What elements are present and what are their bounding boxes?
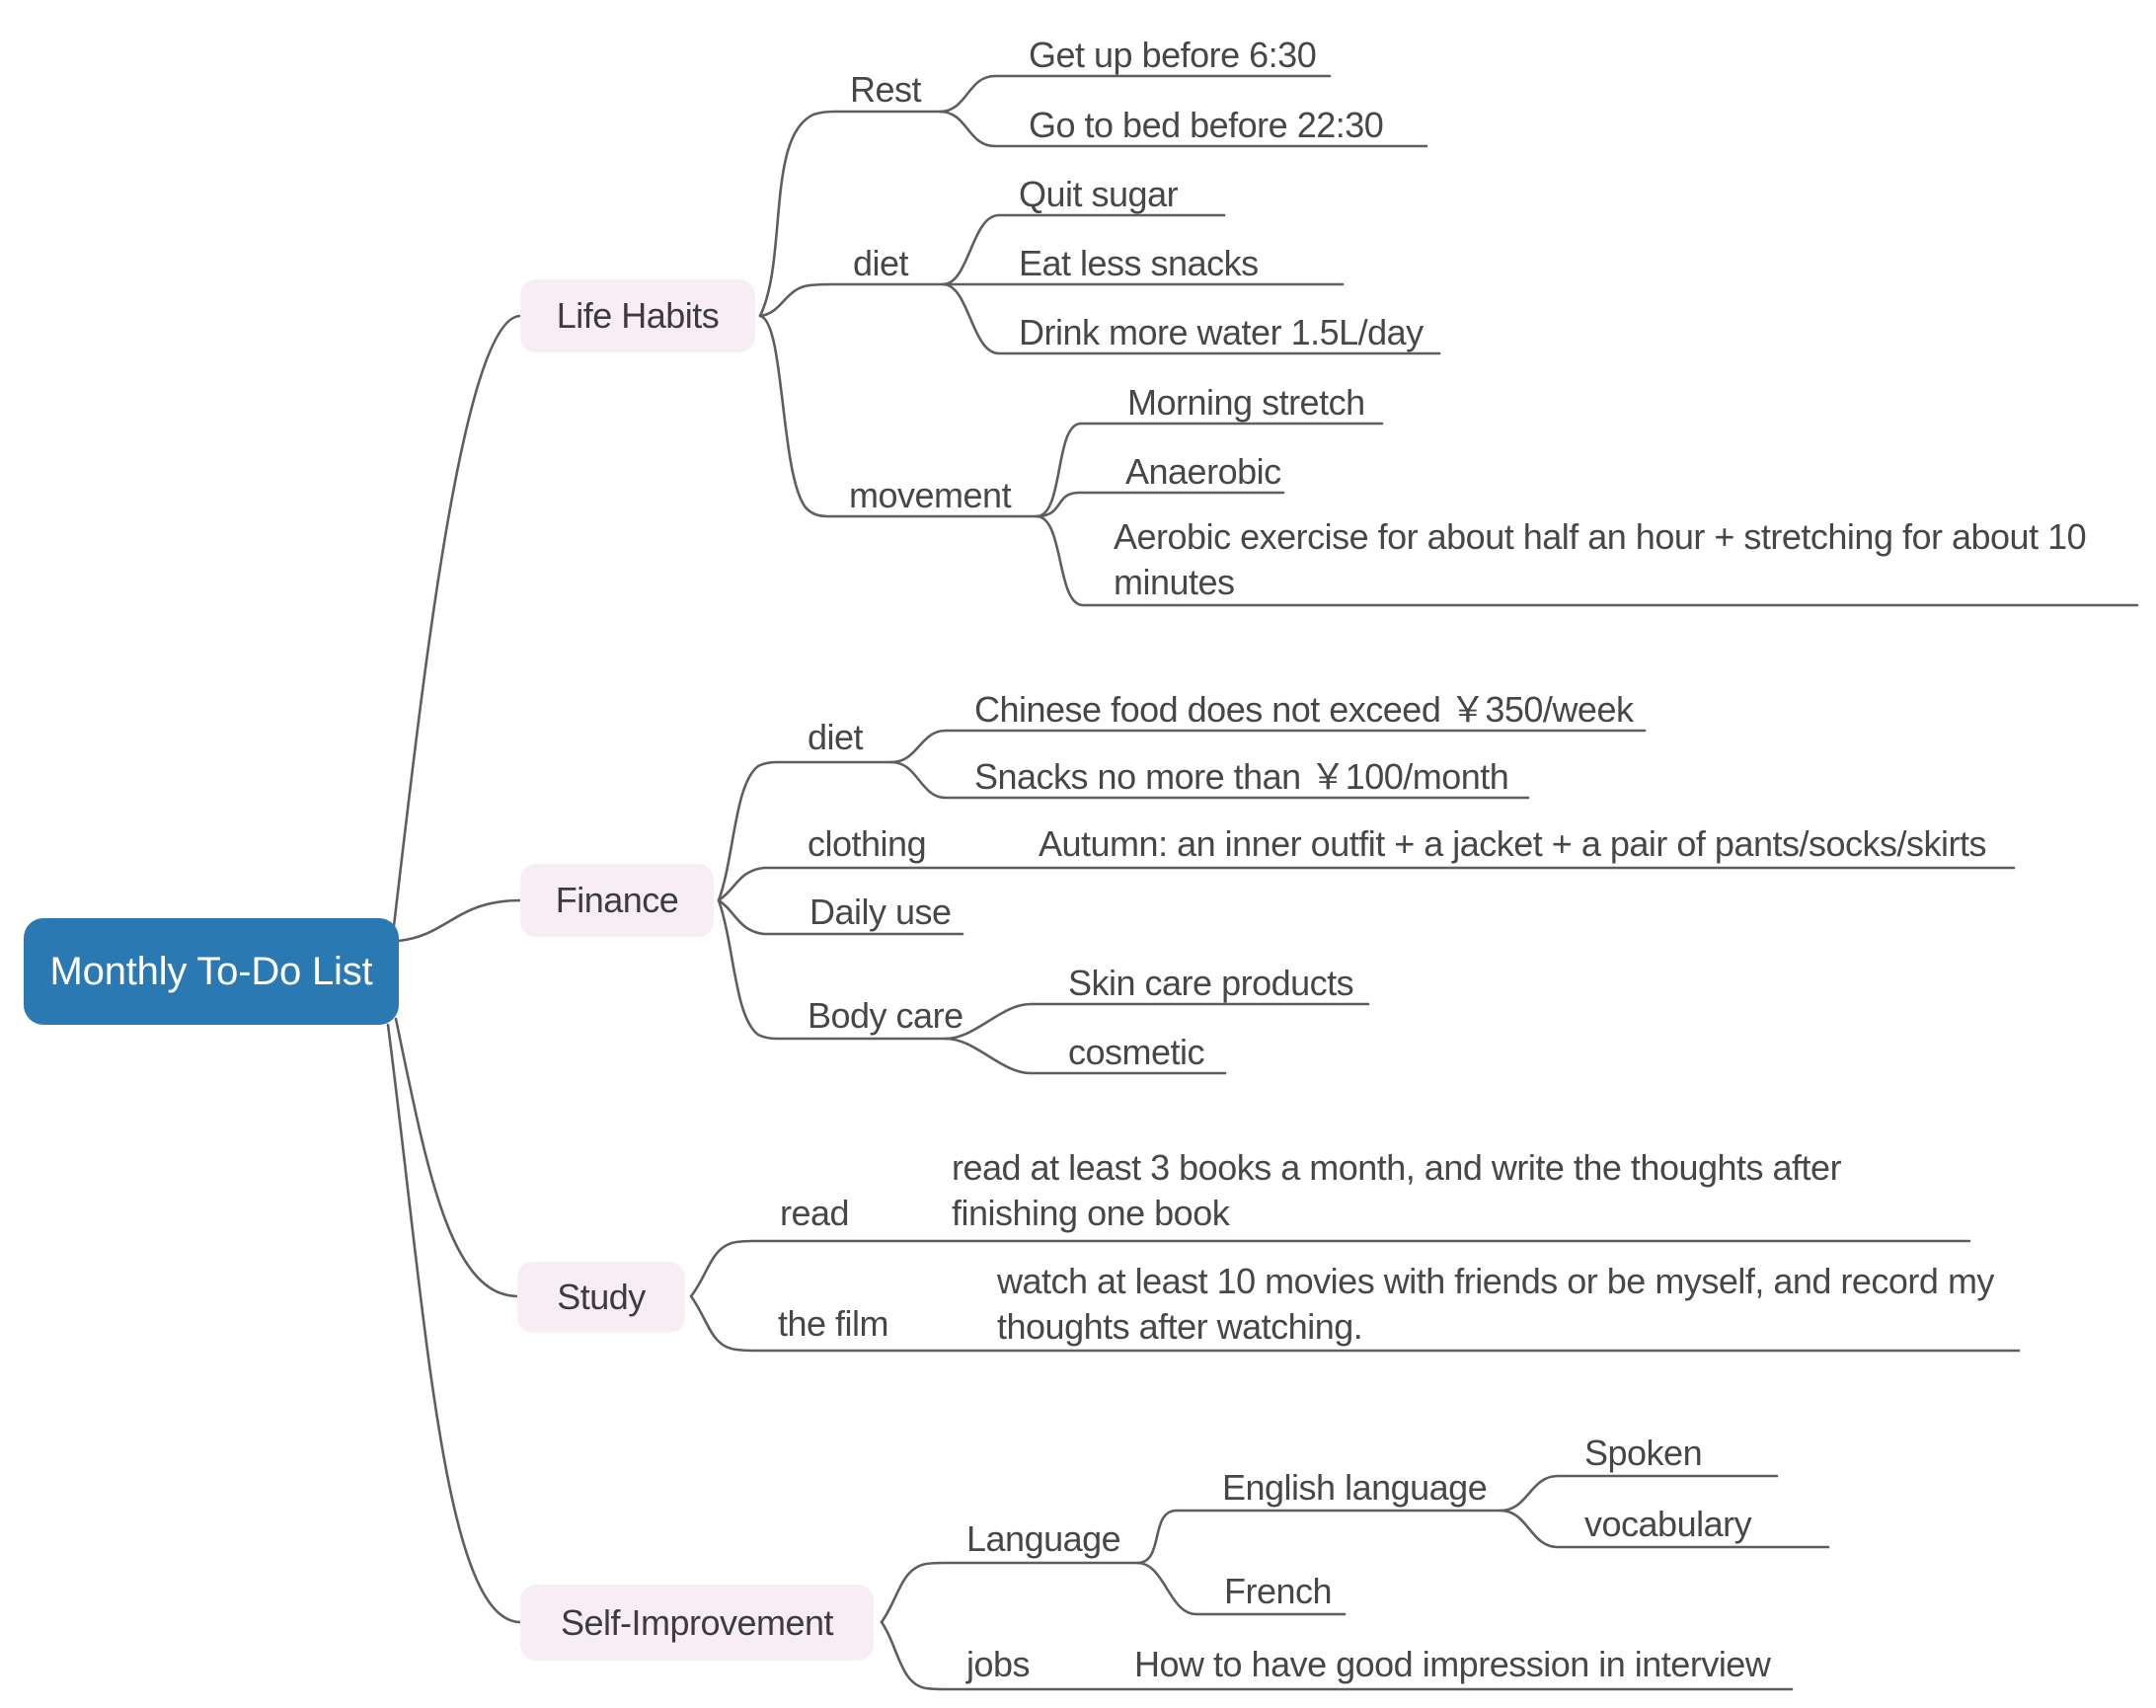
- subtopic-clothing[interactable]: clothing: [808, 823, 927, 864]
- leaf-interview-impression[interactable]: How to have good impression in interview: [1134, 1644, 1771, 1684]
- leaf-vocabulary[interactable]: vocabulary: [1584, 1504, 1752, 1544]
- leaf-eat-less-snacks[interactable]: Eat less snacks: [1019, 243, 1259, 283]
- connector-finance-daily-use: [717, 898, 964, 936]
- connector-rest-go-to-bed: [938, 110, 1428, 148]
- connector-self-improvement-language: [880, 1561, 1139, 1624]
- leaf-quit-sugar[interactable]: Quit sugar: [1019, 174, 1179, 214]
- subtopic-body-care[interactable]: Body care: [808, 995, 963, 1036]
- connector-movement-morning-stretch: [1035, 422, 1384, 518]
- subtopic-jobs[interactable]: jobs: [966, 1644, 1031, 1684]
- leaf-aerobic-exercise-line1: Aerobic exercise for about half an hour …: [1114, 516, 2087, 557]
- connector-root-study: [394, 1017, 519, 1298]
- connector-fdiet-snacks: [889, 760, 1530, 800]
- connector-finance-clothing: [717, 866, 2016, 902]
- connector-root-life-habits: [391, 314, 522, 936]
- leaf-autumn-outfit[interactable]: Autumn: an inner outfit + a jacket + a p…: [1039, 823, 1987, 864]
- leaf-anaerobic[interactable]: Anaerobic: [1125, 451, 1281, 492]
- connector-english-spoken: [1499, 1474, 1779, 1513]
- leaf-snacks-budget[interactable]: Snacks no more than ￥100/month: [974, 756, 1509, 797]
- main-topic-finance[interactable]: Finance: [520, 864, 714, 937]
- connector-study-read: [689, 1239, 1971, 1298]
- connector-self-improvement-jobs: [880, 1620, 1794, 1691]
- connector-language-english: [1135, 1509, 1502, 1565]
- leaf-read-books-line1: read at least 3 books a month, and write…: [952, 1147, 1842, 1188]
- leaf-aerobic-exercise[interactable]: Aerobic exercise for about half an hour …: [1114, 514, 2087, 605]
- connector-root-self-improvement: [386, 1023, 522, 1624]
- leaf-spoken[interactable]: Spoken: [1584, 1433, 1703, 1473]
- leaf-read-books[interactable]: read at least 3 books a month, and write…: [952, 1145, 1842, 1236]
- connector-body-care-skin-care: [944, 1002, 1370, 1041]
- leaf-watch-movies-line1: watch at least 10 movies with friends or…: [997, 1261, 1994, 1301]
- subtopic-finance-diet[interactable]: diet: [808, 717, 864, 757]
- connector-life-habits-diet: [758, 282, 1345, 318]
- connector-fdiet-chinese-food: [889, 729, 1647, 764]
- connector-finance-body-care: [717, 898, 948, 1041]
- subtopic-daily-use[interactable]: Daily use: [809, 892, 952, 932]
- leaf-french[interactable]: French: [1224, 1571, 1333, 1611]
- connector-english-vocabulary: [1499, 1509, 1830, 1549]
- leaf-go-to-bed-before-2230[interactable]: Go to bed before 22:30: [1029, 105, 1384, 145]
- main-topic-study[interactable]: Study: [517, 1262, 685, 1333]
- connector-life-habits-rest: [758, 110, 942, 318]
- leaf-aerobic-exercise-line2: minutes: [1114, 562, 1235, 602]
- root-topic-monthly-to-do-list[interactable]: Monthly To-Do List: [24, 918, 399, 1025]
- leaf-read-books-line2: finishing one book: [952, 1193, 1230, 1233]
- leaf-skin-care-products[interactable]: Skin care products: [1068, 963, 1354, 1003]
- leaf-watch-movies[interactable]: watch at least 10 movies with friends or…: [997, 1259, 1994, 1350]
- leaf-morning-stretch[interactable]: Morning stretch: [1127, 382, 1365, 423]
- connector-study-the-film: [689, 1294, 2021, 1353]
- subtopic-language[interactable]: Language: [966, 1518, 1121, 1559]
- connector-movement-aerobic: [1035, 514, 2139, 607]
- subtopic-read[interactable]: read: [780, 1193, 850, 1233]
- leaf-cosmetic[interactable]: cosmetic: [1068, 1032, 1205, 1072]
- connector-life-habits-movement: [758, 314, 1039, 518]
- connector-root-finance: [397, 898, 522, 943]
- main-topic-life-habits[interactable]: Life Habits: [520, 279, 755, 352]
- connector-rest-get-up: [938, 74, 1332, 114]
- leaf-watch-movies-line2: thoughts after watching.: [997, 1306, 1363, 1347]
- connector-diet-quit-sugar: [941, 213, 1226, 286]
- subtopic-rest[interactable]: Rest: [850, 69, 922, 110]
- connector-language-french: [1135, 1561, 1347, 1616]
- main-topic-self-improvement[interactable]: Self-Improvement: [520, 1585, 874, 1661]
- subtopic-life-diet[interactable]: diet: [853, 243, 909, 283]
- connector-diet-drink-water: [941, 282, 1441, 355]
- leaf-get-up-before-630[interactable]: Get up before 6:30: [1029, 35, 1317, 75]
- subtopic-the-film[interactable]: the film: [778, 1303, 889, 1344]
- connector-movement-anaerobic: [1035, 491, 1285, 518]
- connector-finance-diet: [717, 760, 893, 902]
- connector-body-care-cosmetic: [944, 1037, 1227, 1075]
- leaf-drink-more-water[interactable]: Drink more water 1.5L/day: [1019, 312, 1424, 352]
- leaf-chinese-food-budget[interactable]: Chinese food does not exceed ￥350/week: [974, 689, 1634, 730]
- subtopic-english-language[interactable]: English language: [1222, 1467, 1488, 1508]
- subtopic-movement[interactable]: movement: [849, 475, 1012, 515]
